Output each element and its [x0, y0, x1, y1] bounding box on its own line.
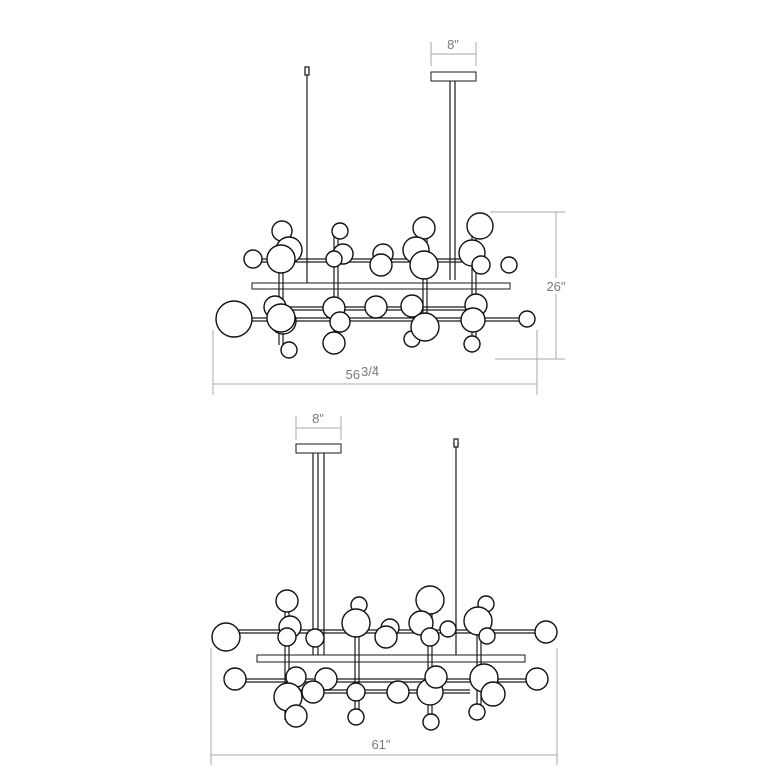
cable-connector [304, 66, 310, 76]
width-label-unit: " [373, 363, 378, 378]
canopy [295, 443, 342, 454]
width-dimension-side: 61" [210, 648, 558, 765]
width-dimension-front: 56 3/4 " [212, 330, 538, 395]
main-bar [251, 282, 511, 290]
side-view: 8" [210, 411, 558, 765]
width-label-fraction: 3/4 [361, 364, 379, 379]
globes-front [215, 212, 536, 359]
canopy [430, 71, 477, 82]
width-label-whole: 56 [346, 367, 360, 382]
canopy-dimension-bottom: 8" [295, 411, 342, 440]
cable-connector [453, 438, 459, 448]
main-bar [256, 654, 526, 663]
canopy-width-label: 8" [447, 37, 459, 52]
front-view: 8" [212, 37, 571, 395]
height-dimension: 26" [490, 211, 571, 360]
height-label: 26" [546, 279, 565, 294]
canopy-width-label: 8" [312, 411, 324, 426]
globes-side [211, 585, 558, 731]
canopy-dimension-top: 8" [430, 37, 477, 66]
width-label: 61" [371, 737, 390, 752]
